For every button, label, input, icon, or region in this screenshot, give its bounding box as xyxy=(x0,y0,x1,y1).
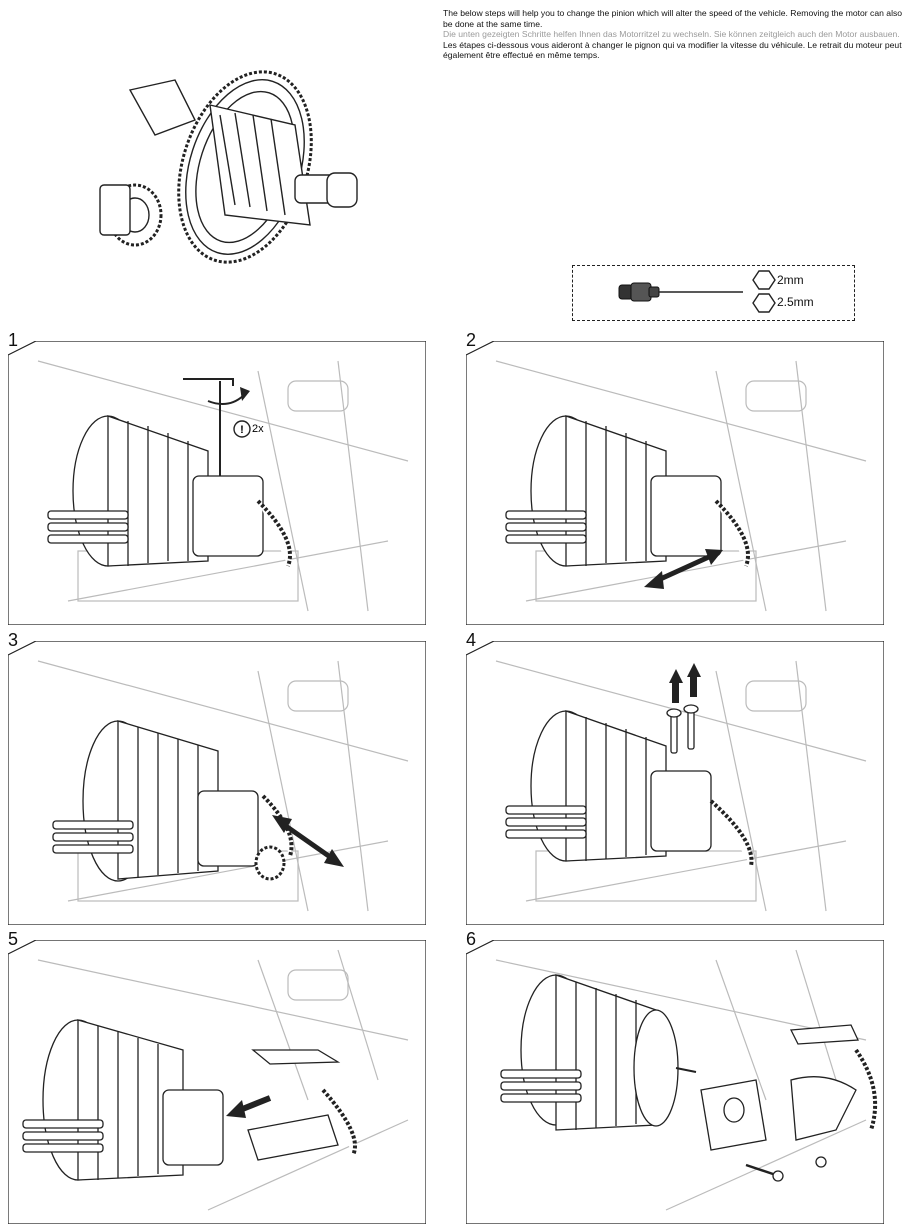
rotate-arrow-icon xyxy=(207,395,244,406)
hex-small-label: 2mm xyxy=(777,273,804,287)
step-5-panel xyxy=(8,940,426,1224)
slide-arrow-icon xyxy=(272,815,344,867)
slide-arrow-icon xyxy=(644,549,723,589)
hex-small-icon xyxy=(752,270,776,290)
step-number: 3 xyxy=(8,630,19,650)
hex-large-label: 2.5mm xyxy=(777,295,814,309)
step-4-panel xyxy=(466,641,884,925)
step-2-panel xyxy=(466,341,884,625)
step-1-note: 2x xyxy=(252,423,264,435)
step-1-panel: ! 2x xyxy=(8,341,426,625)
intro-french: Les étapes ci-dessous vous aideront à ch… xyxy=(443,39,902,61)
hex-large-icon xyxy=(752,293,776,313)
spur-gear-illustration xyxy=(95,55,385,270)
tools-box: 2mm 2.5mm xyxy=(572,265,855,321)
intro-english: The below steps will help you to change … xyxy=(443,8,903,29)
left-arrow-icon xyxy=(226,1095,272,1118)
step-number: 1 xyxy=(8,330,19,350)
intro-text: The below steps will help you to change … xyxy=(443,8,903,61)
intro-german: Die unten gezeigten Schritte helfen Ihne… xyxy=(443,29,900,40)
hex-key-icon xyxy=(183,378,234,476)
warning-icon: ! xyxy=(233,420,251,438)
svg-text:!: ! xyxy=(240,424,244,436)
step-number: 5 xyxy=(8,929,19,949)
step-3-panel xyxy=(8,641,426,925)
step-number: 4 xyxy=(466,630,477,650)
step-number: 2 xyxy=(466,330,477,350)
step-number: 6 xyxy=(466,929,477,949)
up-arrow-icon xyxy=(669,663,701,703)
step-6-panel xyxy=(466,940,884,1224)
hex-driver-icon xyxy=(618,282,743,302)
